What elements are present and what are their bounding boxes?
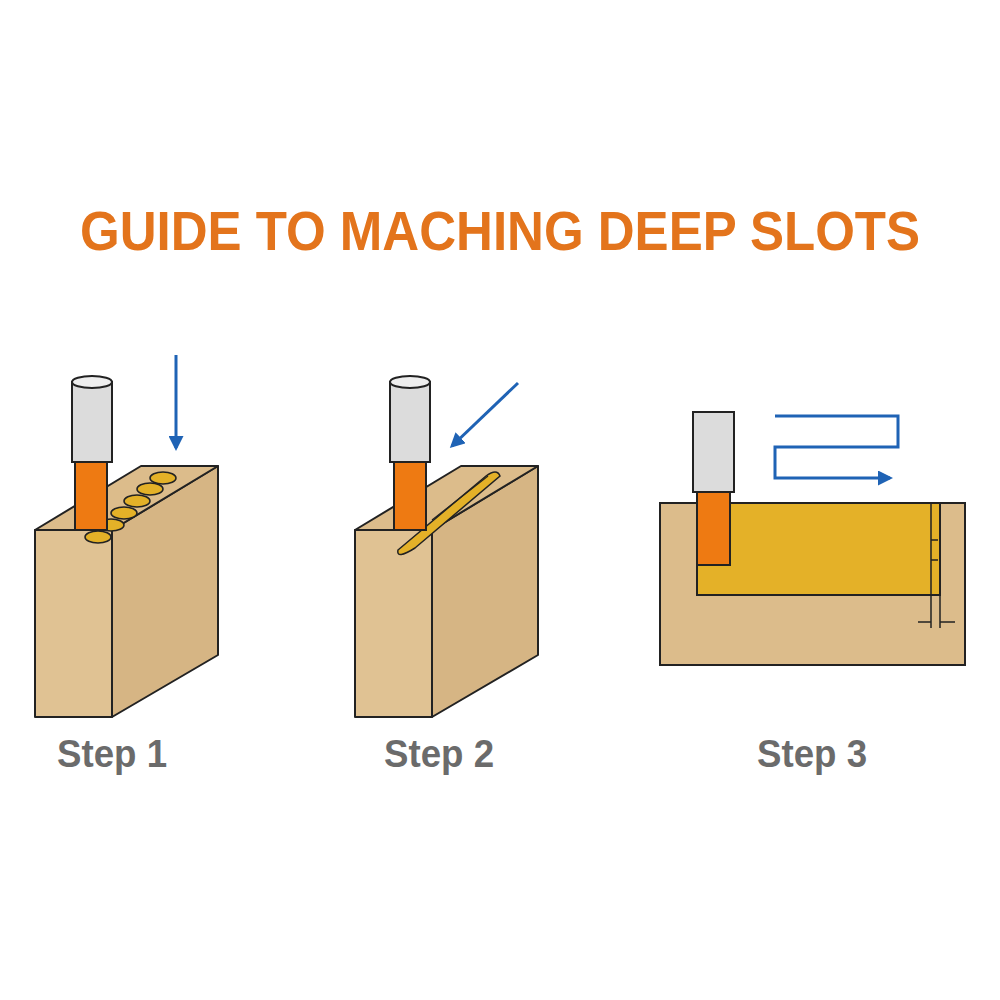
router-bit — [693, 412, 734, 565]
step-label: Step 2 — [384, 733, 494, 776]
slot-wall — [432, 476, 488, 520]
router-bit — [72, 376, 112, 530]
feed-arrow — [452, 383, 518, 446]
step-label: Step 3 — [757, 733, 867, 776]
finish-allowance — [918, 503, 955, 628]
slot-section — [697, 503, 940, 595]
plunge-arrow — [175, 355, 178, 448]
step1-block — [35, 466, 218, 717]
router-bit — [390, 376, 430, 530]
step2-block — [355, 466, 538, 717]
pass-arrow — [775, 416, 898, 478]
title: GUIDE TO MACHING DEEP SLOTS — [80, 198, 920, 263]
step-label: Step 1 — [57, 733, 167, 776]
